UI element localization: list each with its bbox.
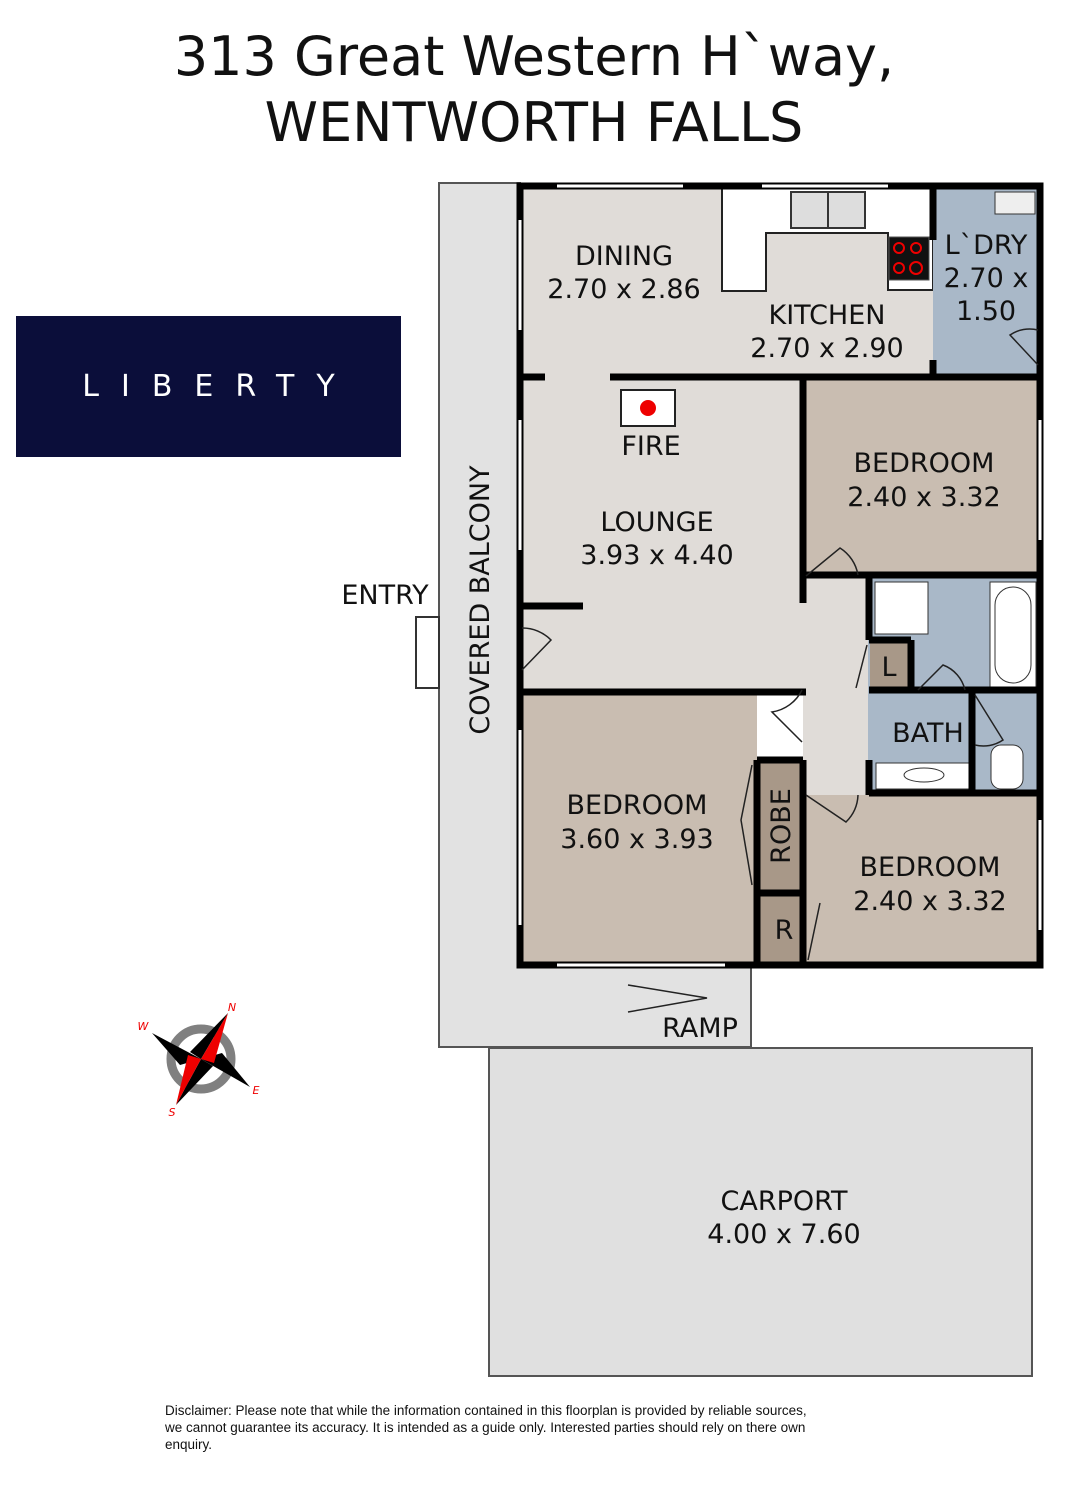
ramp-label: RAMP	[662, 1013, 738, 1044]
bedroom1-floor	[805, 380, 1038, 576]
bath-label: BATH	[892, 718, 964, 749]
lounge-label: LOUNGE	[600, 507, 713, 538]
compass-w: W	[138, 1020, 150, 1033]
liberty-logo: LIBERTY	[16, 316, 401, 457]
logo-text: LIBERTY	[82, 369, 357, 404]
robe-label: ROBE	[766, 788, 797, 864]
compass-n: N	[228, 1001, 236, 1014]
compass-icon: N W E S	[138, 1001, 260, 1119]
bedroom3-floor	[805, 795, 1038, 964]
hallway-floor	[803, 575, 869, 795]
carport-size: 4.00 x 7.60	[707, 1219, 860, 1250]
address-line-2: WENTWORTH FALLS	[264, 91, 804, 154]
kitchen-label: KITCHEN	[769, 300, 886, 331]
entry-label: ENTRY	[341, 580, 429, 611]
fire-label: FIRE	[621, 431, 680, 462]
bedroom2-label: BEDROOM	[567, 790, 708, 821]
address-line-1: 313 Great Western H`way,	[173, 25, 895, 88]
balcony-label: COVERED BALCONY	[465, 465, 496, 735]
laundry-tub-icon	[994, 191, 1036, 215]
laundry-floor	[933, 186, 1040, 376]
compass-s: S	[169, 1106, 176, 1119]
dining-label: DINING	[575, 241, 673, 272]
robe-floor	[757, 760, 803, 893]
dining-size: 2.70 x 2.86	[547, 274, 700, 305]
laundry-label: L`DRY	[945, 230, 1028, 261]
shower-icon	[874, 581, 929, 635]
laundry-size-a: 2.70 x	[944, 263, 1029, 294]
disclaimer: Disclaimer: Please note that while the i…	[165, 1403, 807, 1452]
kitchen-size: 2.70 x 2.90	[750, 333, 903, 364]
lounge-size: 3.93 x 4.40	[580, 540, 733, 571]
door-swings	[521, 328, 1039, 1013]
cooktop-icon	[888, 236, 930, 281]
laundry-size-b: 1.50	[956, 296, 1016, 327]
bedroom1-label: BEDROOM	[854, 448, 995, 479]
robe-small-label: R	[775, 915, 794, 946]
linen-label: L	[881, 652, 896, 683]
carport	[488, 1047, 1033, 1377]
carport-label: CARPORT	[721, 1186, 848, 1217]
entry-step	[415, 616, 440, 689]
windows	[518, 184, 1042, 967]
compass-e: E	[253, 1084, 260, 1097]
bedroom2-size: 3.60 x 3.93	[560, 824, 713, 855]
bedroom3-label: BEDROOM	[860, 852, 1001, 883]
robe-small-floor	[757, 893, 805, 964]
bedroom2-floor	[523, 693, 757, 964]
linen-floor	[870, 643, 908, 690]
toilet-icon	[990, 744, 1024, 790]
bedroom1-size: 2.40 x 3.32	[847, 482, 1000, 513]
bedroom3-size: 2.40 x 3.32	[853, 886, 1006, 917]
walls	[516, 182, 1044, 969]
